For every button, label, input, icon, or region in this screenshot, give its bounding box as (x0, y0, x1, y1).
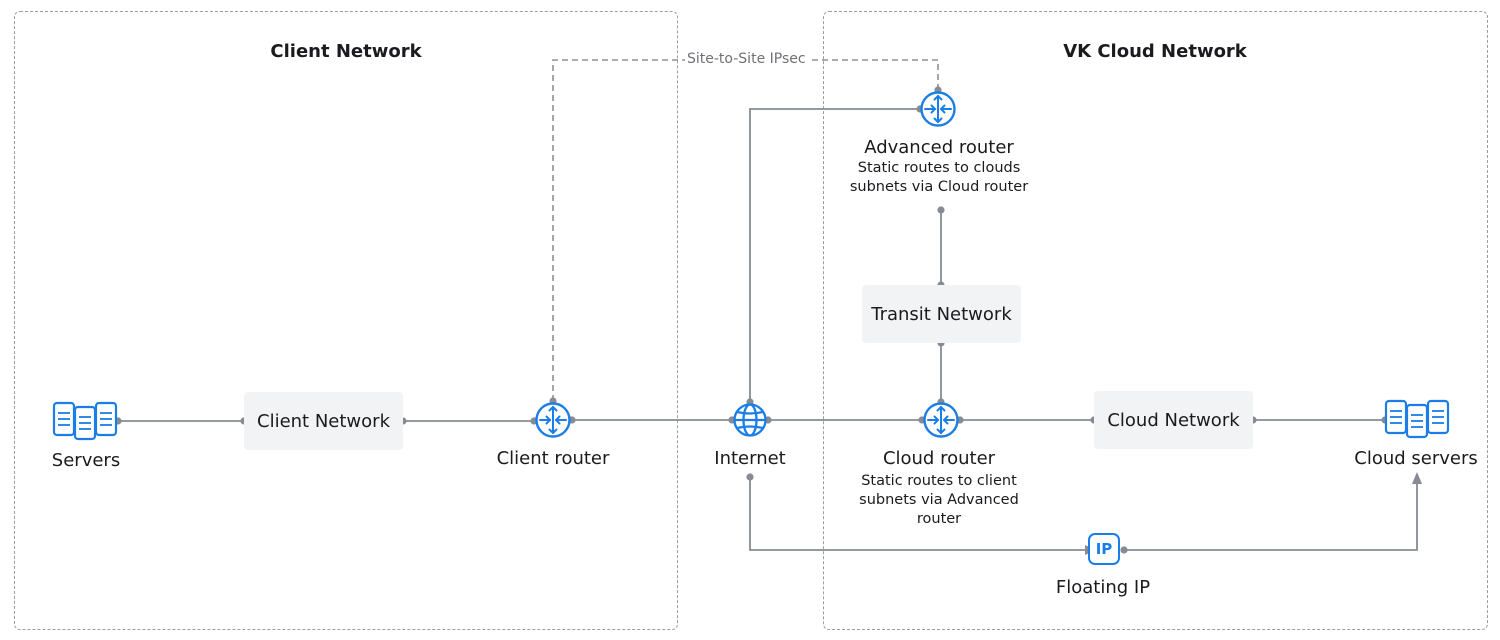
cloud-router-label: Cloud router (882, 448, 996, 469)
transit-network-box-label: Transit Network (871, 303, 1012, 325)
link-internet-floating-ip (749, 477, 1088, 551)
transit-network-box: Transit Network (862, 285, 1021, 343)
advanced-router-note: Static routes to clouds subnets via Clou… (849, 160, 1029, 195)
cloud-network-box-label: Cloud Network (1107, 409, 1240, 431)
link-internet-advanced-router (749, 108, 920, 402)
ipsec-link-label: Site-to-Site IPsec (685, 51, 808, 67)
advanced-router-icon (920, 91, 956, 127)
client-network-box: Client Network (244, 392, 403, 450)
cloud-servers-icon (1384, 399, 1450, 439)
cloud-router-icon (923, 402, 959, 438)
vk-cloud-network-zone (823, 11, 1488, 630)
cloud-router-note: Static routes to client subnets via Adva… (859, 473, 1019, 527)
arrow-to-cloud-servers (1412, 472, 1422, 484)
client-network-zone-title: Client Network (270, 41, 422, 62)
cloud-network-box: Cloud Network (1094, 391, 1253, 449)
globe-icon (733, 403, 767, 437)
advanced-router-label: Advanced router (864, 137, 1014, 158)
ip-icon-text: IP (1095, 540, 1113, 558)
client-router-icon (535, 402, 571, 438)
internet-label: Internet (714, 448, 786, 469)
floating-ip-label: Floating IP (1055, 577, 1151, 598)
cloud-servers-label: Cloud servers (1354, 448, 1478, 469)
servers-icon (52, 401, 118, 441)
client-network-zone (14, 11, 678, 630)
servers-label: Servers (51, 450, 121, 471)
vk-cloud-network-zone-title: VK Cloud Network (1063, 41, 1247, 62)
link-floating-ip-cloud-servers (1124, 480, 1418, 551)
link-ipsec-tunnel (552, 59, 939, 401)
ip-icon: IP (1088, 533, 1120, 565)
client-router-label: Client router (496, 448, 610, 469)
client-network-box-label: Client Network (257, 410, 390, 432)
